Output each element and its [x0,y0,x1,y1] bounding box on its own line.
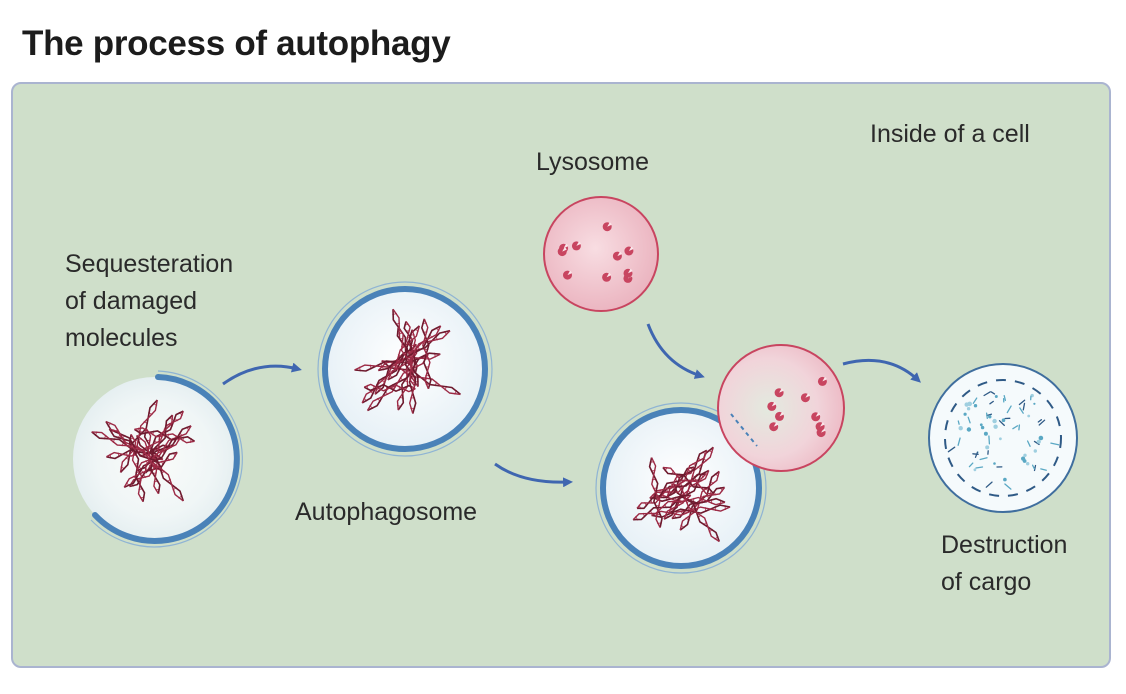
phagophore [73,370,243,548]
lysosome-enzymes [557,222,634,283]
sequestration-line-2: of damaged [65,287,198,315]
sequestration-label: Sequesteration of damaged molecules [65,246,233,357]
arrow-autophagosome-to-fusion [494,462,573,488]
lysosome-label: Lysosome [536,148,650,176]
page-title: The process of autophagy [22,24,451,63]
autolysosome [928,363,1078,513]
degraded-cargo-fragments [947,391,1060,490]
autophagosome-label: Autophagosome [295,498,478,526]
inside-cell-label: Inside of a cell [870,120,1030,148]
damaged-molecules-cluster [91,399,196,503]
destruction-line-1: Destruction [941,531,1068,559]
arrow-fusion-to-destruction [842,358,921,383]
lysosome [543,196,659,312]
sequestration-line-1: Sequesteration [65,250,234,278]
sequestration-line-3: molecules [65,324,178,352]
destruction-label: Destruction of cargo [941,527,1067,601]
arrow-lysosome-to-fusion [646,323,705,379]
arrow-sequestration-to-autophagosome [222,362,302,386]
fusing-molecules-cluster [632,446,731,543]
autophagy-diagram [73,196,1078,574]
fusion-complex [595,344,845,574]
autophagosome [317,281,493,457]
destruction-line-2: of cargo [941,568,1032,596]
cell-panel: Inside of a cell Lysosome Sequesteration… [11,82,1111,668]
sequestered-molecules-cluster [354,308,461,414]
fusing-lysosome-enzymes [767,376,827,438]
